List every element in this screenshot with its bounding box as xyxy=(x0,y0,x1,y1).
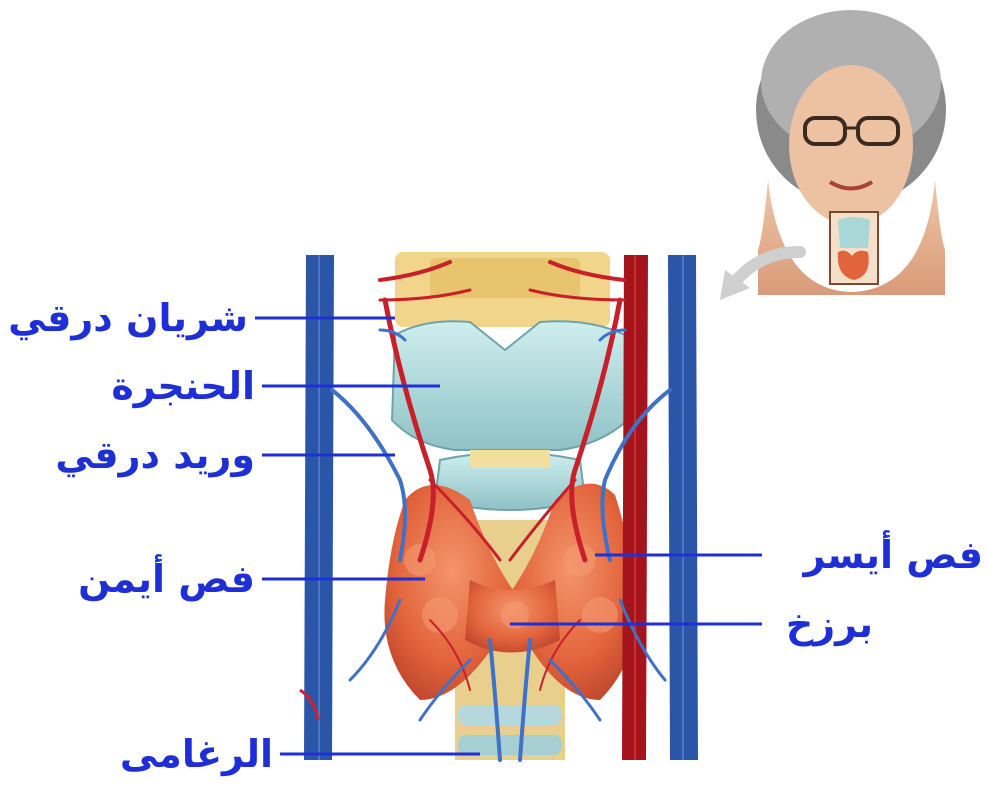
label-right-lobe: فص أيمن xyxy=(10,557,255,601)
label-larynx: الحنجرة xyxy=(10,364,255,408)
label-left-lobe: فص أيسر xyxy=(768,533,983,577)
hyoid-region xyxy=(395,252,610,327)
label-isthmus: برزخ xyxy=(768,602,873,646)
label-thyroid-artery: شريان درقي xyxy=(10,296,248,340)
label-thyroid-vein: وريد درقي xyxy=(10,433,255,477)
label-trachea: الرغامى xyxy=(60,732,273,776)
